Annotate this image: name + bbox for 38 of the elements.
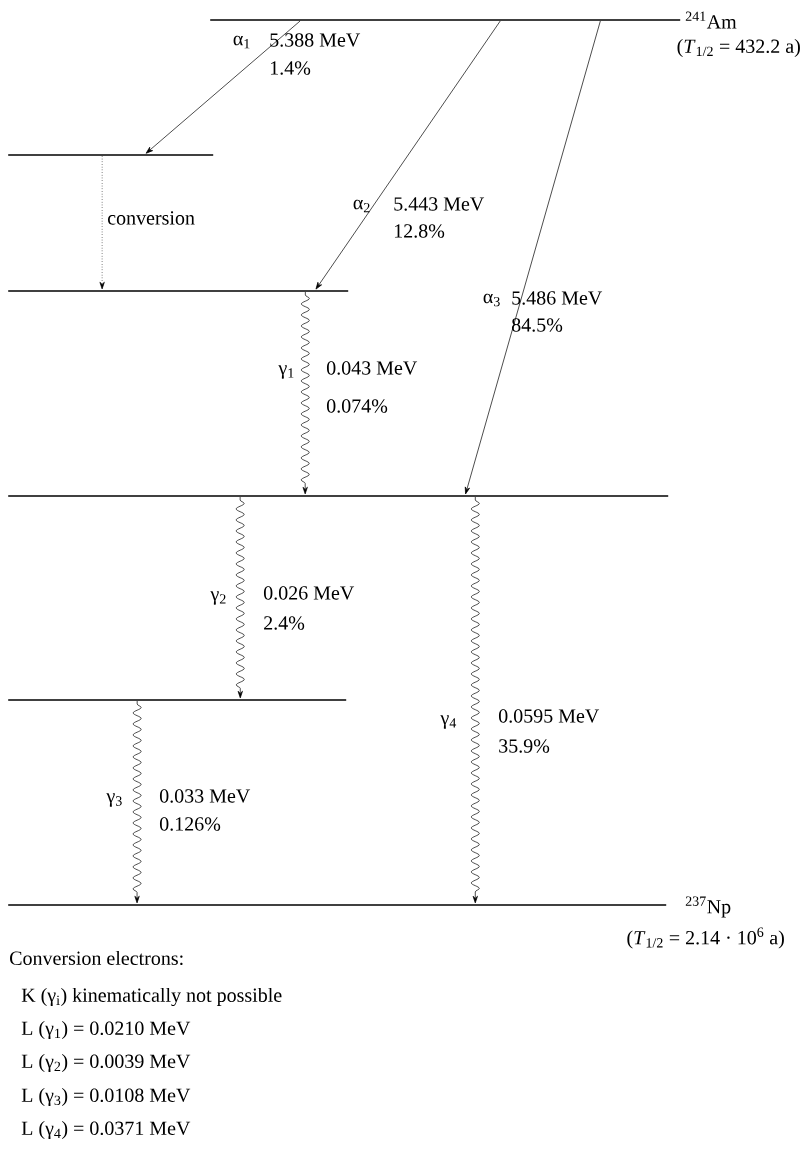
arrow [315, 20, 501, 290]
value-label: 84.5% [511, 318, 563, 332]
value-label: 35.9% [499, 739, 550, 753]
arrow [145, 20, 301, 154]
dotted-arrow [99, 155, 105, 290]
wavy-arrow [300, 291, 310, 495]
edge-label: γ$_{3}$ [106, 793, 122, 807]
value-label: 1.4% [270, 61, 311, 75]
energy-line-text: L (γ$_{2}$) = 0.0039 MeV [21, 1053, 191, 1073]
value-label: 0.033 MeV [159, 789, 251, 803]
wavy-arrow [235, 496, 245, 699]
wavy-arrow [132, 700, 142, 904]
edge-label: γ$_{1}$ [278, 365, 294, 379]
half-life-label: (T$_{1/2}$ = 2.14 · 10$^{6}$ a) [627, 927, 784, 949]
level-line [210, 19, 681, 21]
value-label: 0.126% [159, 817, 221, 831]
edge-label: γ$_{4}$ [440, 715, 457, 729]
value-label: 0.043 MeV [326, 361, 418, 375]
value-label: 0.074% [326, 399, 388, 413]
arrow [464, 20, 601, 495]
energy-line-text: K (γ$_{i}$) kinematically not possible [21, 987, 282, 1007]
edge-label: α$_{1}$ [233, 35, 250, 49]
edge-label: γ$_{2}$ [210, 591, 226, 605]
value-label: 0.0595 MeV [498, 709, 600, 723]
edge-label: conversion [107, 211, 195, 225]
edge-label: α$_{3}$ [483, 293, 500, 307]
energy-line-text: L (γ$_{4}$) = 0.0371 MeV [21, 1120, 191, 1140]
nuclide-label: $^{241}$Am [685, 11, 737, 29]
half-life-label: (T$_{1/2}$ = 432.2 a) [677, 38, 800, 58]
value-label: 5.443 MeV [394, 197, 485, 211]
energy-line-text: L (γ$_{3}$) = 0.0108 MeV [21, 1087, 191, 1107]
value-label: 5.486 MeV [512, 291, 603, 305]
value-label: 0.026 MeV [263, 586, 355, 600]
nuclide-label: $^{237}$Np [685, 896, 731, 918]
energy-line-text: L (γ$_{1}$) = 0.0210 MeV [21, 1020, 191, 1040]
edge-label: α$_{2}$ [353, 199, 370, 213]
wavy-arrow [470, 496, 480, 904]
value-label: 2.4% [264, 616, 305, 630]
